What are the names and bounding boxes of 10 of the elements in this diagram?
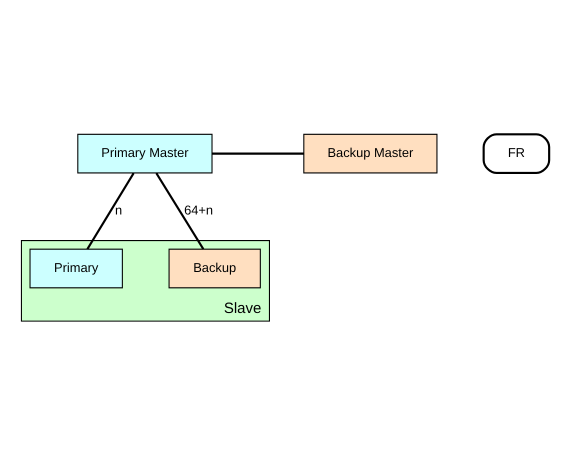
edge-label: n: [115, 202, 122, 218]
node-box: Primary: [29, 248, 123, 288]
node-box: Backup Master: [303, 134, 438, 174]
node-box: Primary Master: [77, 134, 213, 174]
connector: [86, 172, 134, 250]
connector: [212, 152, 304, 155]
edge-label: 64+n: [184, 202, 214, 218]
node-box: FR: [482, 133, 550, 174]
connector: [156, 172, 204, 250]
node-box: Backup: [168, 248, 261, 288]
